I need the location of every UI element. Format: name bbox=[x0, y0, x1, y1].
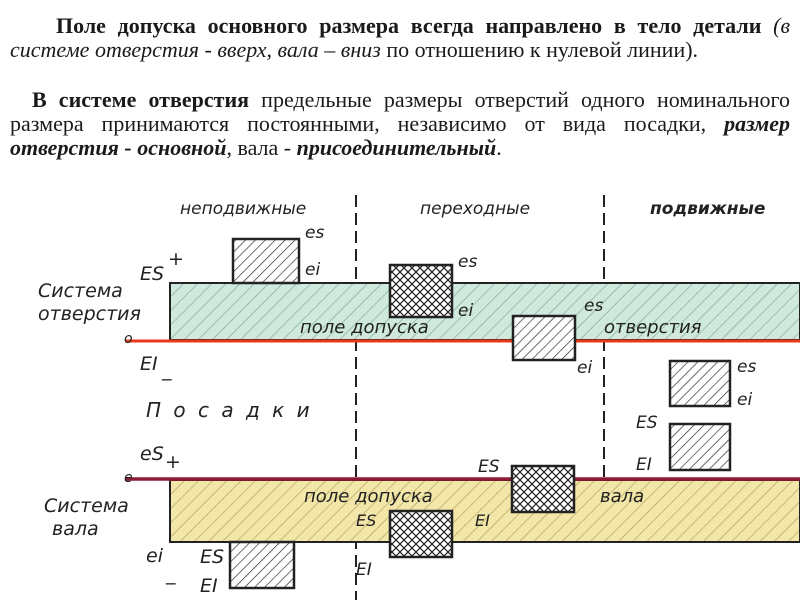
p1-italic: (в системе отверстия - вверх, вала – вни… bbox=[10, 13, 791, 62]
label-minus-2: _ bbox=[165, 563, 176, 585]
shaft-ei-inner: EI bbox=[475, 511, 490, 530]
label-ei-c1: ei bbox=[305, 260, 320, 280]
label-ei-low: EI bbox=[200, 575, 218, 597]
shaft-zone-text-2: вала bbox=[600, 486, 644, 507]
hole-box-clearance bbox=[668, 422, 732, 472]
hole-system-label-2: отверстия bbox=[38, 303, 141, 325]
label-es-shaft: eS bbox=[140, 443, 164, 465]
label-es-c2: es bbox=[458, 252, 477, 272]
label-minus-1: _ bbox=[161, 359, 172, 381]
hole-box-fixed-shaft bbox=[228, 540, 296, 590]
label-es-plus: ES bbox=[140, 263, 164, 285]
label-ei-c2b: ei bbox=[577, 358, 592, 378]
p2-bold-italic-1: размер отверстия - основной bbox=[10, 111, 791, 160]
shaft-tolerance-zone bbox=[169, 479, 800, 543]
shaft-system-label-1: Система bbox=[44, 495, 129, 517]
shaft-es-inner: ES bbox=[356, 511, 376, 530]
shaft-box-fixed-hole bbox=[231, 237, 301, 285]
hole-system-label-1: Система bbox=[38, 280, 123, 302]
p2-text-1: предельные размеры отверстий одного номи… bbox=[10, 87, 790, 136]
label-ei-c2c: EI bbox=[356, 560, 372, 580]
label-ei-c3: ei bbox=[737, 390, 752, 410]
column-header-transition: переходные bbox=[420, 199, 530, 219]
p2-bold-start: В системе отверстия bbox=[32, 87, 250, 112]
label-es-low: ES bbox=[200, 546, 224, 568]
paragraph-1: Поле допуска основного размера всегда на… bbox=[10, 14, 790, 62]
column-header-clearance: подвижные bbox=[650, 199, 765, 219]
label-es-c2c: ES bbox=[478, 457, 500, 477]
label-plus-1: + bbox=[168, 248, 184, 270]
p2-text-2: , вала - bbox=[226, 135, 292, 160]
label-plus-2: + bbox=[165, 451, 181, 473]
label-e: e bbox=[124, 470, 133, 486]
label-es-c1: es bbox=[305, 223, 324, 243]
shaft-box-transition-2 bbox=[511, 314, 577, 362]
label-es-c3b: ES bbox=[636, 413, 658, 433]
posadki-label: П о с а д к и bbox=[146, 398, 313, 422]
shaft-system-label-2: вала bbox=[52, 518, 99, 540]
hole-tolerance-zone bbox=[169, 282, 800, 341]
label-es-c2b: es bbox=[584, 296, 603, 316]
shaft-box-clearance bbox=[668, 359, 732, 408]
hole-box-transition-1 bbox=[510, 464, 576, 514]
p1-rest: по отношению к нулевой линии). bbox=[386, 37, 699, 62]
label-o: o bbox=[124, 331, 133, 347]
paragraph-2: В системе отверстия предельные размеры о… bbox=[10, 88, 790, 160]
label-ei-shaft: ei bbox=[146, 545, 164, 567]
label-ei-hole: EI bbox=[140, 353, 158, 375]
label-ei-c2: ei bbox=[458, 301, 473, 321]
label-ei-c3b: EI bbox=[636, 455, 652, 475]
p1-bold-body: в тело детали bbox=[613, 13, 762, 38]
hole-zone-text-2: отверстия bbox=[604, 317, 702, 338]
shaft-zone-text-1: поле допуска bbox=[304, 486, 433, 507]
p2-bold-italic-2: присоединительный bbox=[296, 135, 497, 160]
column-header-fixed: неподвижные bbox=[180, 199, 306, 219]
hole-zone-text-1: поле допуска bbox=[300, 317, 429, 338]
shaft-box-transition-1 bbox=[388, 263, 454, 319]
p1-bold-start: Поле допуска основного размера всегда на… bbox=[56, 13, 603, 38]
label-es-c3: es bbox=[737, 357, 756, 377]
p2-end: . bbox=[496, 135, 502, 160]
hole-box-transition-2 bbox=[388, 509, 454, 559]
